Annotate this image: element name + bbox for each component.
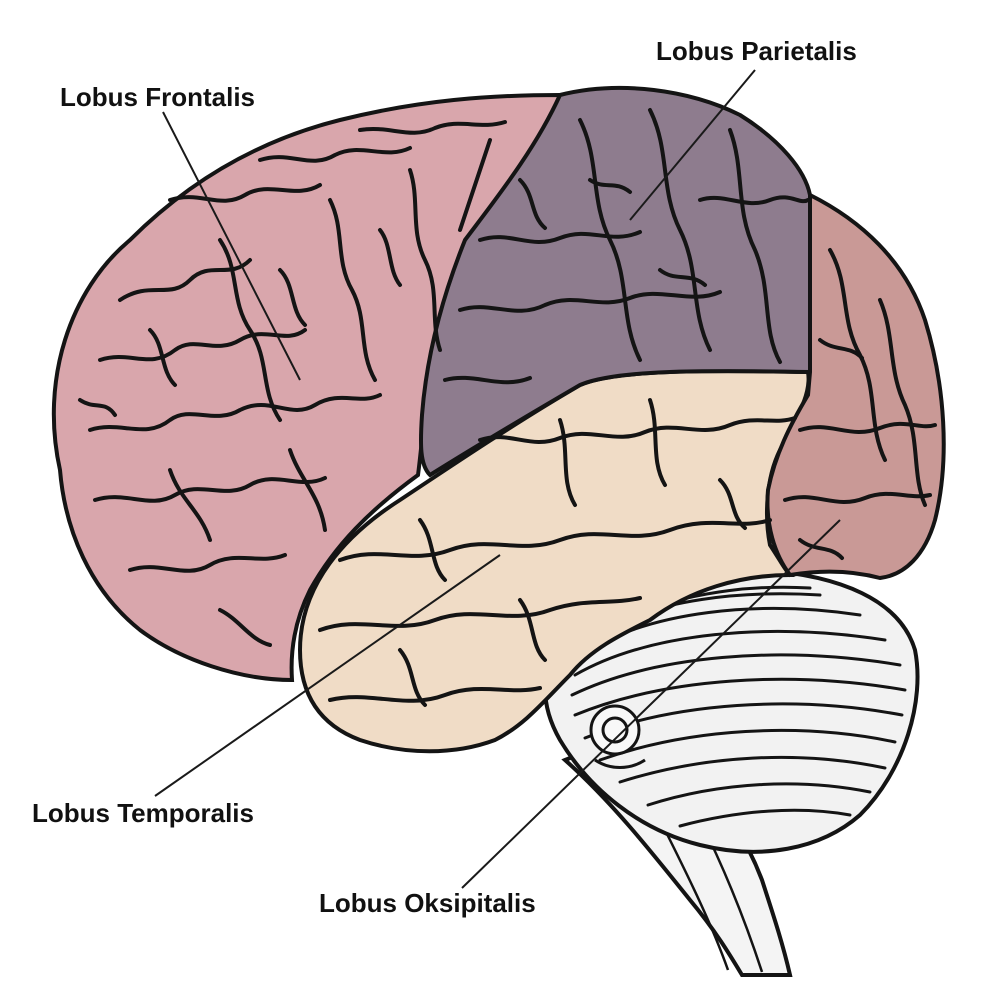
frontal-pointer-line bbox=[162, 111, 301, 381]
frontal-gyri bbox=[78, 120, 507, 647]
pointer-lines bbox=[154, 69, 841, 889]
brain-stem-line bbox=[663, 829, 730, 971]
temporal-lobe-label: Lobus Temporalis bbox=[32, 798, 254, 828]
occipital-lobe bbox=[765, 191, 946, 581]
parietal-lobe bbox=[418, 86, 812, 478]
cerebellum-center bbox=[589, 704, 646, 769]
parietal-lobe-label: Lobus Parietalis bbox=[656, 36, 857, 66]
frontal-lobe-label: Lobus Frontalis bbox=[60, 82, 255, 112]
cerebellum-folds bbox=[570, 585, 907, 828]
occipital-gyri bbox=[783, 248, 937, 560]
occipital-lobe-label: Lobus Oksipitalis bbox=[319, 888, 536, 918]
parietal-pointer-line bbox=[629, 69, 756, 221]
occipital-pointer-line bbox=[461, 519, 841, 889]
temporal-pointer-line bbox=[154, 554, 501, 797]
parietal-gyri bbox=[443, 108, 810, 385]
temporal-gyri bbox=[318, 398, 797, 707]
